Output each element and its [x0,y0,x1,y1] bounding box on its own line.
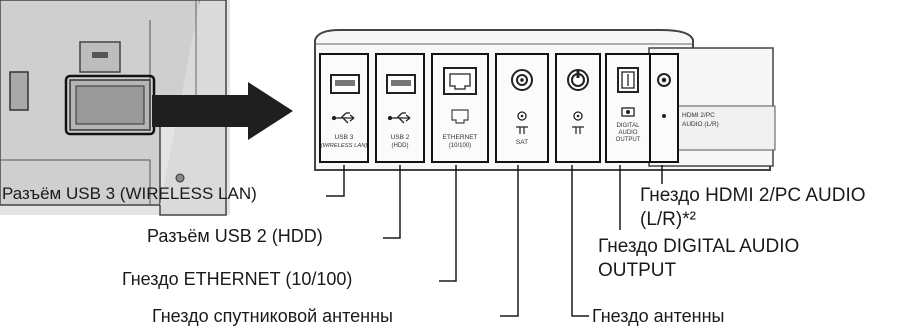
satellite-port: SAT [511,69,533,146]
optical-panel-label-3: OUTPUT [616,137,641,143]
usb3-port: USB 3 (WIRELESS LAN) [321,74,368,149]
usb3-panel-label: USB 3 [335,134,354,141]
optical-panel-label-1: DIGITAL [617,123,641,129]
hdmi-pc-audio-callout: Гнездо HDMI 2/PC AUDIO [640,185,866,206]
ethernet-callout: Гнездо ETHERNET (10/100) [122,269,353,289]
antenna-icon [572,126,584,134]
hdmi-pc-audio-port: HDMI 2/PC AUDIO (L/R) [657,73,719,128]
usb3-callout: Разъём USB 3 (WIRELESS LAN) [2,184,257,203]
ethernet-panel-sublabel: (10/100) [449,143,471,149]
usb-icon [387,112,411,124]
hdmi-audio-panel-label: HDMI 2/PC [682,112,715,119]
antenna-callout: Гнездо антенны [592,306,725,326]
optical-panel-label-2: AUDIO [618,130,637,136]
sat-panel-label: SAT [516,139,528,146]
usb2-panel-label: USB 2 [391,134,410,141]
ethernet-port: ETHERNET (10/100) [442,67,478,149]
leader-lines [326,165,663,317]
connector-panel [314,29,776,171]
digital-audio-output-callout-line2: OUTPUT [598,260,677,281]
satellite-antenna-callout: Гнездо спутниковой антенны [152,306,393,326]
optical-icon [621,107,635,117]
audio-jack-icon [662,114,666,118]
usb2-callout: Разъём USB 2 (HDD) [147,226,323,246]
usb2-panel-sublabel: (HDD) [392,143,409,149]
antenna-port [567,69,589,134]
ethernet-panel-label: ETHERNET [442,134,477,141]
arrow-right-icon [152,82,293,140]
hdmi-pc-audio-callout-line2: (L/R)*² [640,209,696,230]
digital-audio-output-callout: Гнездо DIGITAL AUDIO [598,236,800,257]
usb2-port: USB 2 (HDD) [386,74,416,149]
usb3-panel-sublabel: (WIRELESS LAN) [321,143,368,149]
usb-icon [331,112,355,124]
hdmi-audio-panel-sublabel: AUDIO (L/R) [682,121,719,128]
network-icon [451,109,469,124]
optical-audio-port: DIGITAL AUDIO OUTPUT [616,67,641,143]
antenna-icon [516,126,528,134]
